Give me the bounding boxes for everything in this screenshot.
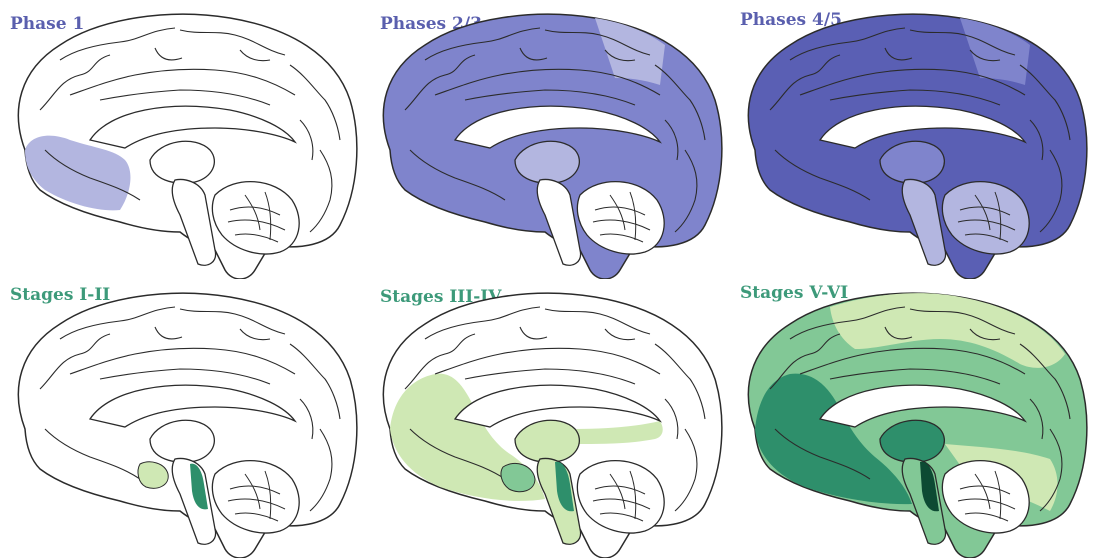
brain-diagram <box>365 279 730 558</box>
panel-phases-4-5: Phases 4/5 <box>730 0 1095 279</box>
brain-diagram <box>730 0 1095 279</box>
brain-diagram <box>0 279 365 558</box>
panel-stages-3-4: Stages III-IV <box>365 279 730 558</box>
brain-diagram <box>365 0 730 279</box>
panel-stages-5-6: Stages V-VI <box>730 279 1095 558</box>
brain-diagram <box>0 0 365 279</box>
panel-phases-2-3: Phases 2/3 <box>365 0 730 279</box>
brain-diagram <box>730 279 1095 558</box>
panel-phase-1: Phase 1 <box>0 0 365 279</box>
panel-stages-1-2: Stages I-II <box>0 279 365 558</box>
